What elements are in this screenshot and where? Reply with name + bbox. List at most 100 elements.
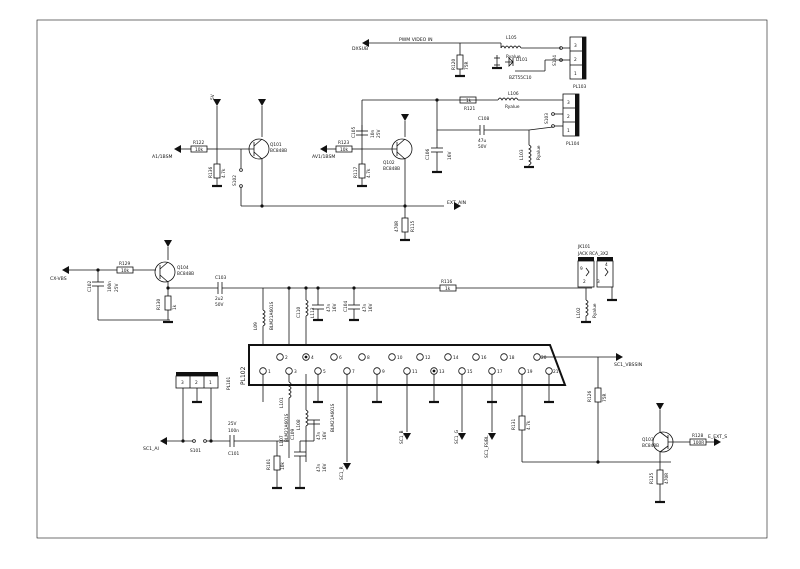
svg-text:C101: C101 bbox=[228, 451, 239, 457]
svg-text:L106: L106 bbox=[508, 91, 519, 97]
svg-text:C102: C102 bbox=[87, 281, 93, 292]
svg-text:10n: 10n bbox=[370, 130, 376, 138]
svg-text:10: 10 bbox=[397, 355, 403, 361]
svg-text:BLM21A601S: BLM21A601S bbox=[284, 413, 290, 442]
svg-text:47n: 47n bbox=[362, 304, 368, 312]
svg-text:5V: 5V bbox=[210, 94, 216, 100]
av1-1bsm-label: AV1/1BSM bbox=[312, 154, 335, 160]
svg-text:L09: L09 bbox=[253, 322, 259, 330]
svg-text:20: 20 bbox=[541, 355, 547, 361]
svg-text:25V: 25V bbox=[376, 130, 382, 138]
cx-vbs-label: CX-VBS bbox=[50, 276, 67, 282]
svg-text:PL102: PL102 bbox=[240, 366, 247, 385]
svg-text:3: 3 bbox=[181, 380, 184, 386]
svg-text:JACK RCA_3X2: JACK RCA_3X2 bbox=[577, 251, 609, 257]
svg-text:Q103: Q103 bbox=[642, 437, 654, 443]
svg-text:JK101: JK101 bbox=[577, 244, 591, 250]
svg-text:1: 1 bbox=[268, 369, 271, 375]
svg-text:R131: R131 bbox=[511, 419, 517, 430]
svg-text:1k: 1k bbox=[172, 304, 178, 310]
svg-text:R116: R116 bbox=[441, 279, 452, 285]
svg-text:47u: 47u bbox=[478, 138, 486, 144]
svg-text:D101: D101 bbox=[516, 57, 528, 63]
svg-text:9: 9 bbox=[580, 266, 583, 272]
sc1-vbssin-label: SC1_VBSSIN bbox=[614, 362, 642, 368]
svg-text:Ryalue: Ryalue bbox=[536, 145, 542, 160]
pl101-header: 3 2 1 PL101 bbox=[175, 372, 232, 390]
svg-text:6: 6 bbox=[339, 355, 342, 361]
r121-resistor bbox=[459, 96, 477, 104]
svg-text:R130: R130 bbox=[156, 299, 162, 310]
svg-text:9: 9 bbox=[382, 369, 385, 375]
svg-text:16V: 16V bbox=[332, 304, 338, 312]
svg-text:L102: L102 bbox=[576, 307, 582, 318]
svg-text:L108: L108 bbox=[296, 419, 302, 430]
svg-text:BLM21A601S: BLM21A601S bbox=[330, 403, 336, 432]
svg-text:PL101: PL101 bbox=[226, 377, 232, 390]
svg-text:Ryalue: Ryalue bbox=[505, 104, 520, 110]
svg-text:C105: C105 bbox=[351, 127, 357, 138]
pl102-bottom-pins: 1 3 5 7 9 11 13 15 17 19 21 bbox=[259, 367, 559, 375]
svg-text:2: 2 bbox=[285, 355, 288, 361]
r120-resistor bbox=[456, 54, 464, 70]
svg-text:BZT55C10: BZT55C10 bbox=[509, 75, 532, 81]
svg-text:15: 15 bbox=[467, 369, 473, 375]
s101-label: S101 bbox=[190, 448, 201, 454]
svg-text:16V: 16V bbox=[322, 432, 328, 440]
svg-text:16V: 16V bbox=[322, 464, 328, 472]
svg-text:C106: C106 bbox=[425, 149, 431, 160]
svg-text:19: 19 bbox=[527, 369, 533, 375]
svg-text:2: 2 bbox=[567, 114, 570, 120]
a1-1bsm-label: A1/1BSM bbox=[152, 154, 173, 160]
svg-text:1: 1 bbox=[574, 71, 577, 77]
svg-text:C103: C103 bbox=[215, 275, 226, 281]
svg-text:R129: R129 bbox=[119, 261, 130, 267]
jk101-jack: JK101 JACK RCA_3X2 9 4 3 2 bbox=[577, 244, 614, 288]
svg-text:SC1_R: SC1_R bbox=[339, 466, 345, 480]
svg-text:SC1_G: SC1_G bbox=[454, 430, 460, 444]
svg-text:L101: L101 bbox=[279, 397, 285, 408]
d101-zener bbox=[505, 57, 514, 67]
svg-text:2: 2 bbox=[195, 380, 198, 386]
svg-text:BC848B: BC848B bbox=[177, 271, 194, 277]
svg-text:16V: 16V bbox=[368, 304, 374, 312]
svg-text:12: 12 bbox=[425, 355, 431, 361]
svg-text:BC848B: BC848B bbox=[270, 148, 287, 154]
svg-text:100n: 100n bbox=[228, 428, 239, 434]
s104-label: S104 bbox=[552, 55, 558, 66]
svg-text:75R: 75R bbox=[602, 394, 608, 402]
svg-text:2: 2 bbox=[574, 57, 577, 63]
svg-text:16: 16 bbox=[481, 355, 487, 361]
svg-text:100n: 100n bbox=[107, 281, 113, 292]
svg-text:Q104: Q104 bbox=[177, 265, 189, 271]
svg-text:C104: C104 bbox=[343, 301, 349, 312]
svg-text:4.7k: 4.7k bbox=[221, 168, 227, 178]
svg-text:50V: 50V bbox=[215, 302, 223, 308]
svg-text:50V: 50V bbox=[478, 144, 486, 150]
svg-text:4.7k: 4.7k bbox=[526, 420, 532, 430]
pl104-header: 3 2 1 PL104 bbox=[562, 93, 579, 147]
svg-text:47n: 47n bbox=[326, 304, 332, 312]
svg-text:PL103: PL103 bbox=[573, 84, 586, 90]
svg-text:R120: R120 bbox=[451, 59, 457, 70]
svg-text:47n: 47n bbox=[316, 464, 322, 472]
svg-text:R123: R123 bbox=[338, 140, 349, 146]
svg-text:BC848B: BC848B bbox=[383, 166, 400, 172]
sheet-frame bbox=[36, 19, 768, 539]
dxsub-label: DXSUB bbox=[352, 46, 368, 52]
svg-text:R122: R122 bbox=[193, 140, 204, 146]
svg-text:47n: 47n bbox=[316, 432, 322, 440]
svg-text:R128: R128 bbox=[692, 433, 703, 439]
svg-text:10k: 10k bbox=[280, 462, 286, 470]
svg-text:C108: C108 bbox=[478, 116, 489, 122]
svg-text:SC1_B: SC1_B bbox=[399, 430, 405, 444]
svg-text:10k: 10k bbox=[121, 268, 129, 274]
svg-text:R126: R126 bbox=[587, 391, 593, 402]
svg-text:4: 4 bbox=[311, 355, 314, 361]
s102-label: S102 bbox=[232, 175, 238, 186]
svg-text:1k: 1k bbox=[445, 286, 451, 292]
pl102-top-pins: 2 4 6 8 10 12 14 16 18 20 bbox=[276, 353, 547, 361]
l105-coil bbox=[500, 45, 522, 49]
svg-text:3: 3 bbox=[597, 279, 600, 285]
svg-text:L107: L107 bbox=[279, 435, 285, 446]
